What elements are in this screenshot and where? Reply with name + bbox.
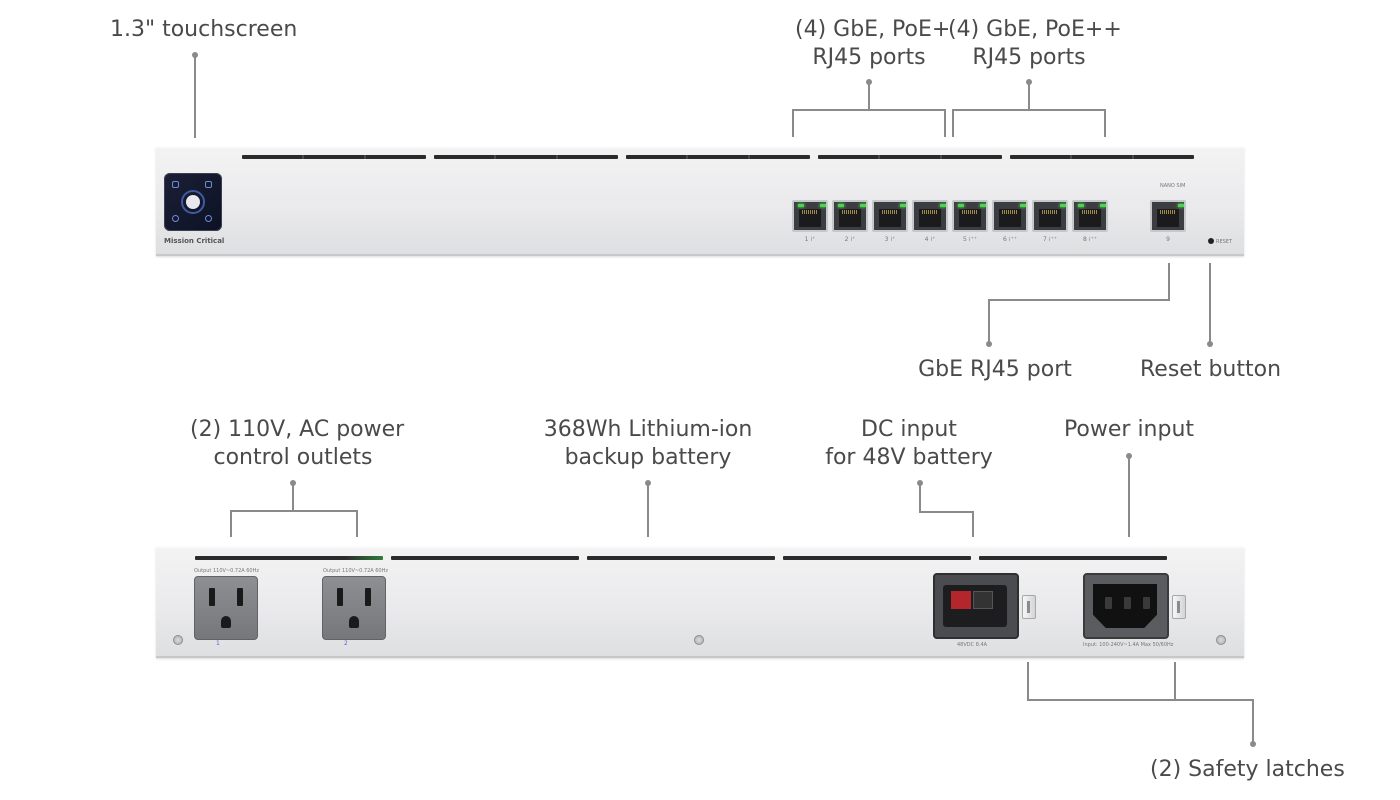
callout-touchscreen: 1.3" touchscreen <box>110 17 298 42</box>
rj45-uplink-port[interactable] <box>1150 200 1186 232</box>
outlet-2-rating: Output 110V~0.72A 60Hz <box>323 568 388 574</box>
touchscreen-icon-br <box>205 215 212 222</box>
rj45-port-1[interactable] <box>792 200 828 232</box>
rear-vent-2 <box>391 556 579 560</box>
rj45-port-2[interactable] <box>832 200 868 232</box>
callout-reset-button: Reset button <box>1140 357 1282 382</box>
port-label-5: 5 ⁞⁺⁺ <box>963 236 977 243</box>
screw-left <box>173 635 183 645</box>
rear-vent-3 <box>587 556 775 560</box>
touchscreen-icon-bl <box>172 215 179 222</box>
rj45-port-7[interactable] <box>1032 200 1068 232</box>
touchscreen[interactable] <box>164 173 222 231</box>
rear-vent-1 <box>195 556 383 560</box>
safety-latch-ac[interactable] <box>1172 595 1186 619</box>
reset-button[interactable] <box>1208 238 1214 244</box>
port-label-2: 2 ⁞⁺ <box>844 236 856 243</box>
touchscreen-ring <box>181 190 205 214</box>
callout-dc-input: DC input for 48V battery <box>825 417 993 470</box>
rj45-port-5[interactable] <box>952 200 988 232</box>
front-vent-4 <box>818 155 1002 159</box>
outlet-2-number: 2 <box>344 640 348 647</box>
device-rear-panel: Output 110V~0.72A 60Hz 1 Output 110V~0.7… <box>156 547 1244 658</box>
front-vent-2 <box>434 155 618 159</box>
front-vent-5 <box>1010 155 1194 159</box>
screw-center <box>694 635 704 645</box>
port-label-4: 4 ⁞⁺ <box>924 236 936 243</box>
port-label-6: 6 ⁞⁺⁺ <box>1003 236 1017 243</box>
nano-sim-label: NANO SIM <box>1160 183 1186 189</box>
ac-outlet-2[interactable] <box>322 576 386 640</box>
callout-gbe-rj45-port: GbE RJ45 port <box>918 357 1072 382</box>
callout-ac-outlets: (2) 110V, AC power control outlets <box>190 417 405 470</box>
ac-outlet-1[interactable] <box>194 576 258 640</box>
safety-latch-dc[interactable] <box>1022 595 1036 619</box>
dc-input-rating: 48VDC 8.4A <box>957 642 988 648</box>
ac-power-input[interactable] <box>1083 573 1169 639</box>
port-label-1: 1 ⁞⁺ <box>804 236 816 243</box>
port-label-8: 8 ⁞⁺⁺ <box>1083 236 1097 243</box>
rj45-port-4[interactable] <box>912 200 948 232</box>
rear-vent-5 <box>979 556 1167 560</box>
rj45-port-8[interactable] <box>1072 200 1108 232</box>
callout-poe-plusplus-ports: (4) GbE, PoE++ RJ45 ports <box>948 17 1122 70</box>
screw-right <box>1216 635 1226 645</box>
front-vent-3 <box>626 155 810 159</box>
port-label-7: 7 ⁞⁺⁺ <box>1043 236 1057 243</box>
reset-label: RESET <box>1216 239 1233 245</box>
rj45-port-6[interactable] <box>992 200 1028 232</box>
dc-input-connector[interactable] <box>933 573 1019 639</box>
uplink-port-label: 9 <box>1166 236 1170 243</box>
port-label-3: 3 ⁞⁺ <box>884 236 896 243</box>
callout-backup-battery: 368Wh Lithium-ion backup battery <box>543 417 753 470</box>
touchscreen-icon-tr <box>205 181 212 188</box>
callout-poe-plus-ports: (4) GbE, PoE+ RJ45 ports <box>795 17 951 70</box>
brand-label: Mission Critical <box>164 237 225 245</box>
rear-vent-4 <box>783 556 971 560</box>
touchscreen-icon-tl <box>172 181 179 188</box>
outlet-1-number: 1 <box>216 640 220 647</box>
callout-power-input: Power input <box>1063 417 1195 442</box>
device-front-panel: Mission Critical 1 ⁞⁺ 2 ⁞⁺ 3 ⁞⁺ 4 ⁞⁺ 5 ⁞… <box>156 147 1244 256</box>
ac-input-rating: Input: 100-240V~1.4A Max 50/60Hz <box>1083 642 1174 648</box>
touchscreen-center-dot <box>186 195 200 209</box>
outlet-1-rating: Output 110V~0.72A 60Hz <box>194 568 259 574</box>
callout-safety-latches: (2) Safety latches <box>1150 757 1345 782</box>
front-vent-1 <box>242 155 426 159</box>
rj45-port-3[interactable] <box>872 200 908 232</box>
port-led <box>798 204 804 207</box>
